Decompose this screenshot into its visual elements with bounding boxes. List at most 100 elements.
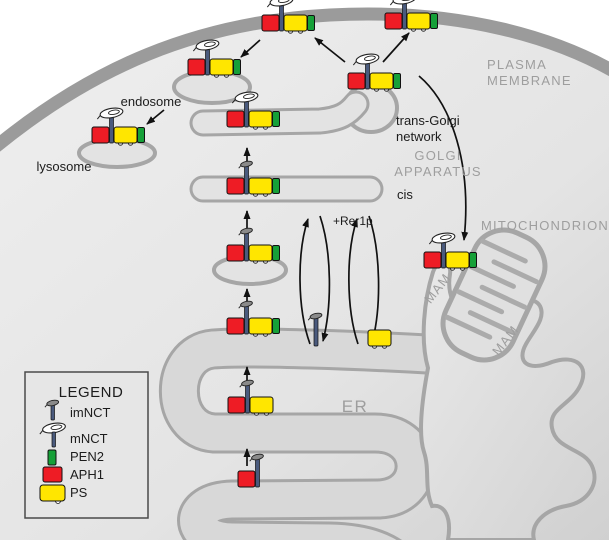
imnct-icon	[44, 399, 60, 408]
aph1-box	[226, 110, 245, 128]
imnct-icon	[239, 379, 254, 388]
arrow-tgn-to-pm1	[314, 37, 346, 63]
ps-box	[209, 58, 234, 76]
label-trans-golgi: trans-Golgi	[396, 113, 460, 128]
nct-stem	[51, 431, 56, 448]
complex-lysosome	[91, 107, 145, 146]
aph1-box	[226, 244, 245, 262]
mnct-icon	[231, 91, 259, 104]
imnct-icon	[238, 300, 253, 309]
aph1-box	[423, 251, 442, 269]
nct-stem	[365, 60, 370, 90]
legend: LEGEND imNCT mNCT PEN2 APH1 PS	[24, 371, 149, 519]
label-plasma-membrane: PLASMA	[487, 57, 547, 72]
ps-box	[248, 110, 273, 128]
imnct-icon	[249, 453, 264, 462]
ps-box	[249, 396, 274, 414]
legend-title: LEGEND	[59, 384, 124, 401]
arrow-pm-to-endosome	[240, 39, 261, 58]
ps-box	[406, 12, 431, 30]
er-serpentine	[159, 327, 466, 540]
aph1-box	[187, 58, 206, 76]
mnct-icon	[389, 0, 417, 6]
nct-stem	[402, 0, 407, 30]
mnct-icon	[352, 53, 380, 66]
pen2-box	[272, 178, 280, 194]
nct-stem	[441, 239, 446, 269]
mnct-icon	[266, 0, 294, 8]
label-rer1p: +Rer1p	[333, 214, 373, 228]
complex-golgi-medial	[226, 91, 280, 130]
nct-stem	[244, 98, 249, 128]
nct-stem	[109, 114, 114, 144]
arrow-endosome-to-lysosome	[146, 109, 165, 125]
plasma-membrane	[0, 7, 609, 152]
ps-box	[248, 177, 273, 195]
complex-er-lone-ps	[367, 329, 392, 349]
aph1-box	[42, 466, 63, 483]
label-plasma-membrane-2: MEMBRANE	[487, 73, 572, 88]
protein-complexes	[91, 0, 477, 488]
nct-stem	[244, 165, 249, 195]
arrow-recycle-up-2	[348, 218, 359, 345]
aph1-box	[226, 317, 245, 335]
arrow-recycle-down-1	[319, 215, 331, 342]
arrow-tgn-to-mam	[418, 75, 469, 241]
nct-stem	[313, 317, 319, 347]
label-cis: cis	[397, 187, 413, 202]
pen2-box	[307, 15, 315, 31]
arrow-recycle-up-1	[299, 218, 311, 345]
complex-mam	[423, 232, 477, 271]
pen2-box	[430, 13, 438, 29]
label-trans-golgi-2: network	[396, 129, 442, 144]
complex-er-membrane-3	[237, 453, 264, 488]
aph1-box	[261, 14, 280, 32]
imnct-icon	[238, 160, 253, 169]
complex-er-membrane-2	[227, 379, 274, 416]
ps-box	[369, 72, 394, 90]
aph1-box	[237, 470, 256, 488]
mnct-icon	[428, 232, 456, 245]
ps-box	[367, 329, 392, 347]
arrow-recycle-down-2	[368, 215, 380, 340]
pen2-box	[137, 127, 145, 143]
nct-stem	[244, 232, 249, 262]
aph1-box	[91, 126, 110, 144]
legend-item-imnct: imNCT	[70, 405, 110, 420]
organelle-labels: PLASMA MEMBRANE endosome lysosome trans-…	[37, 57, 609, 416]
ps-box	[248, 317, 273, 335]
complex-endosome	[187, 39, 241, 78]
nct-stem	[205, 46, 210, 76]
nct-stem	[255, 458, 260, 488]
mnct-icon	[96, 107, 124, 120]
ps-box	[39, 484, 66, 502]
complex-golgi-cis	[226, 160, 280, 197]
complex-trans-golgi-network	[347, 53, 401, 92]
label-golgi-apparatus: GOLGI	[414, 148, 461, 163]
aph1-box	[347, 72, 366, 90]
aph1-box	[384, 12, 403, 30]
legend-icons	[39, 399, 66, 504]
pen2-box	[393, 73, 401, 89]
cristae	[444, 238, 540, 340]
legend-item-pen2: PEN2	[70, 449, 104, 464]
label-lysosome: lysosome	[37, 159, 92, 174]
nct-stem	[244, 305, 249, 335]
ps-box	[248, 244, 273, 262]
label-mitochondrion: MITOCHONDRION	[481, 218, 609, 233]
aph1-box	[227, 396, 246, 414]
nct-stem	[279, 2, 284, 32]
pen2-box	[47, 449, 57, 466]
pen2-box	[272, 318, 280, 334]
aph1-box	[226, 177, 245, 195]
complex-plasma-membrane-2	[384, 0, 438, 32]
transport-arrows	[146, 32, 469, 466]
legend-item-aph1: APH1	[70, 467, 104, 482]
ps-box	[445, 251, 470, 269]
label-golgi-apparatus-2: APPARATUS	[394, 164, 482, 179]
pen2-box	[469, 252, 477, 268]
nct-stem	[245, 384, 250, 414]
ps-box	[283, 14, 308, 32]
